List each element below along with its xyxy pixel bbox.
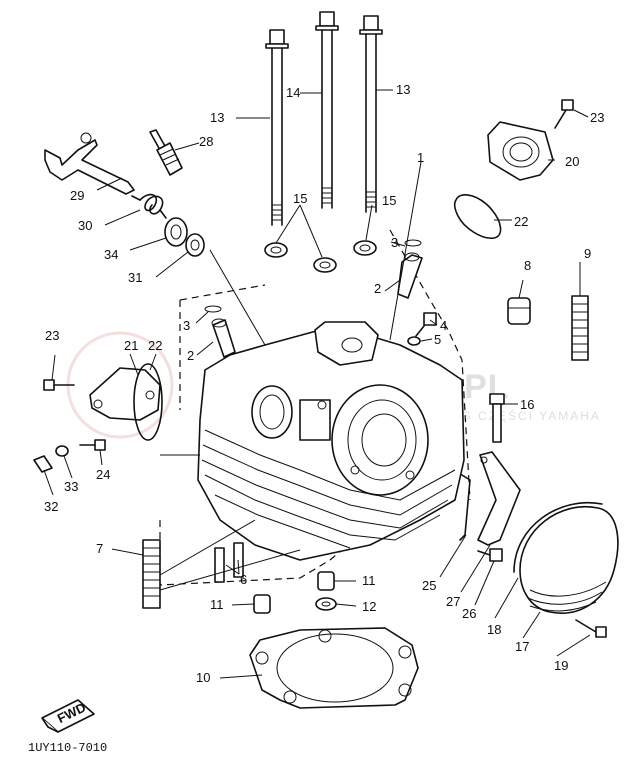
label-16: 16 (520, 397, 534, 412)
label-25: 25 (422, 578, 436, 593)
label-33: 33 (64, 479, 78, 494)
valve-guide-upper (397, 239, 423, 299)
label-28: 28 (199, 134, 213, 149)
stud-bolt-left (142, 539, 161, 609)
label-8: 8 (524, 258, 531, 273)
label-34: 34 (104, 247, 118, 262)
label-12: 12 (362, 599, 376, 614)
head-bolt-left (265, 29, 289, 226)
cap-bolt-lower (79, 439, 106, 451)
label-5: 5 (434, 332, 441, 347)
label-17: 17 (515, 639, 529, 654)
head-bolt-right (359, 15, 383, 213)
o-ring-12 (315, 597, 337, 611)
leader-lines (43, 89, 591, 679)
label-2-upper: 2 (374, 281, 381, 296)
label-24: 24 (96, 467, 110, 482)
torsion-spring (131, 193, 167, 219)
label-7: 7 (96, 541, 103, 556)
label-3-upper: 3 (391, 235, 398, 250)
label-3-lower: 3 (183, 318, 190, 333)
label-6: 6 (240, 572, 247, 587)
cover-bolt (575, 619, 607, 638)
bearing (185, 233, 205, 257)
part-labels: 13 14 13 15 15 28 29 30 34 31 1 22 20 23… (44, 82, 604, 685)
dowel-11-right (317, 571, 335, 591)
label-9: 9 (584, 246, 591, 261)
label-26: 26 (462, 606, 476, 621)
bolt-16 (489, 393, 505, 443)
dowel-11-left (253, 594, 271, 614)
label-15-right: 15 (382, 193, 396, 208)
decompression-lever (44, 132, 135, 195)
label-1: 1 (417, 150, 424, 165)
label-11-left: 11 (210, 597, 224, 612)
label-32: 32 (44, 499, 58, 514)
gasket-25 (459, 474, 471, 541)
plug (507, 297, 531, 325)
label-20: 20 (565, 154, 579, 169)
manifold-o-ring (453, 194, 502, 239)
bolt-washers (264, 240, 377, 273)
small-bolt (415, 312, 437, 337)
plug-32 (33, 455, 53, 473)
label-21: 21 (124, 338, 138, 353)
label-2-lower: 2 (187, 348, 194, 363)
manifold-bolt (554, 99, 574, 129)
label-10: 10 (196, 670, 210, 685)
label-14: 14 (286, 85, 300, 100)
label-22-top: 22 (514, 214, 528, 229)
cap-bolt-upper (43, 379, 75, 391)
label-23-top: 23 (590, 110, 604, 125)
label-13-left: 13 (210, 110, 224, 125)
label-23-left: 23 (45, 328, 59, 343)
valve-guide-lower (204, 305, 236, 358)
label-15-left: 15 (293, 191, 307, 206)
label-22-left: 22 (148, 338, 162, 353)
guide-plate (477, 451, 521, 546)
stud-bolt-right (571, 295, 589, 361)
intake-manifold (487, 121, 554, 181)
label-31: 31 (128, 270, 142, 285)
gasket-washer (407, 336, 421, 346)
dowel-pins (214, 542, 244, 583)
fwd-arrow: FWD (41, 699, 95, 733)
diagram-code: 1UY110-7010 (28, 741, 107, 755)
label-19: 19 (554, 658, 568, 673)
label-18: 18 (487, 622, 501, 637)
spark-plug (149, 129, 183, 176)
head-gasket (249, 627, 419, 709)
head-bolt-center (315, 11, 339, 209)
cylinder-head (197, 321, 465, 561)
label-30: 30 (78, 218, 92, 233)
oil-seal (164, 217, 188, 247)
bolt-26 (477, 548, 503, 562)
label-27: 27 (446, 594, 460, 609)
label-11-right: 11 (362, 573, 376, 588)
tensioner-cap (89, 363, 163, 441)
label-13-right: 13 (396, 82, 410, 97)
valve-cover (513, 501, 619, 614)
label-4: 4 (440, 318, 447, 333)
washer-33 (55, 445, 69, 457)
label-29: 29 (70, 188, 84, 203)
